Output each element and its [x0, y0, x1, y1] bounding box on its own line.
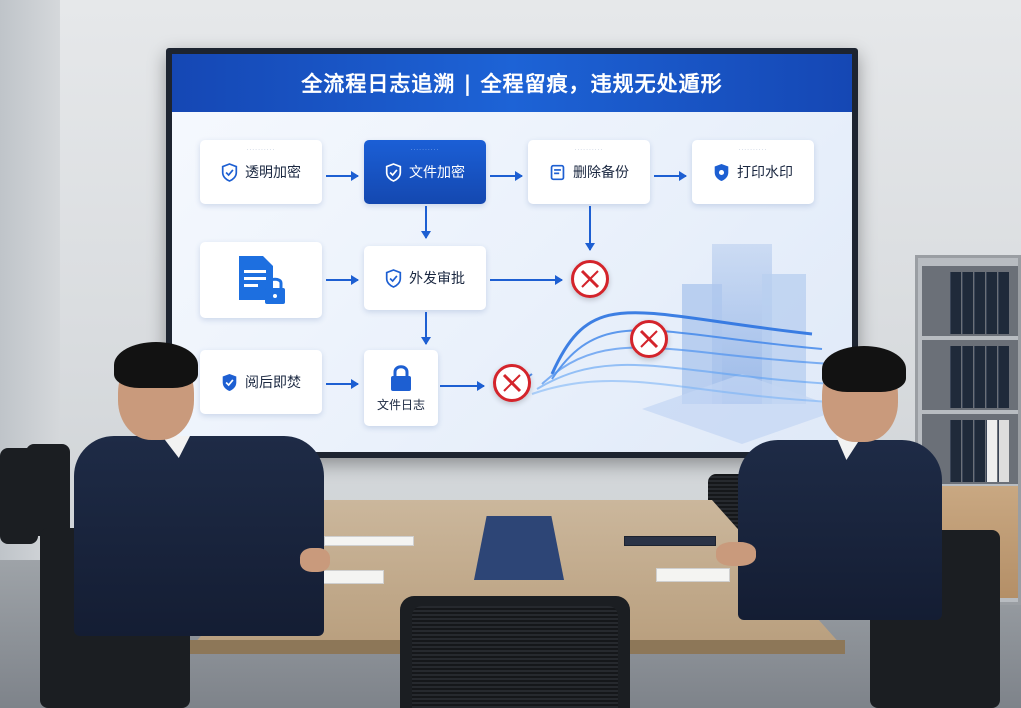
node-outgoing-approval: 外发审批: [364, 246, 486, 310]
data-stream-graphic: [512, 244, 842, 444]
flow-arrow: [326, 171, 359, 181]
node-label: 删除备份: [573, 165, 629, 181]
flow-arrow: [585, 206, 595, 251]
flow-arrow: [326, 275, 359, 285]
title-banner: 全流程日志追溯 | 全程留痕，违规无处遁形: [172, 54, 852, 112]
flow-arrow: [421, 312, 431, 345]
flow-arrow: [326, 379, 359, 389]
flow-arrow: [440, 381, 485, 391]
node-label: 外发审批: [409, 271, 465, 287]
office-chair: [26, 444, 70, 536]
chair-mesh: [412, 606, 618, 708]
prohibit-icon: [630, 320, 668, 358]
flow-arrow: [490, 275, 563, 285]
node-file-log: 文件日志: [364, 350, 438, 426]
node-delete-backup: ·········· 删除备份: [528, 140, 650, 204]
cabinet-shelf: [922, 266, 1018, 336]
node-burn-after-reading: 阅后即焚: [200, 350, 322, 414]
notepad: [314, 570, 384, 584]
node-document-lock: [200, 242, 322, 318]
node-print-watermark: ·········· 打印水印: [692, 140, 814, 204]
flow-arrow: [421, 206, 431, 239]
lock-icon: [391, 364, 411, 391]
shield-icon: [221, 162, 238, 182]
node-label: 透明加密: [245, 165, 301, 181]
node-file-encrypt: ·········· 文件加密: [364, 140, 486, 204]
table-cable-panel: [474, 516, 564, 580]
shield-icon: [385, 162, 402, 182]
document-lock-icon: [239, 256, 285, 304]
notepad: [324, 536, 414, 546]
document-icon: [550, 164, 565, 180]
shield-icon: [385, 268, 402, 288]
flow-arrow: [654, 171, 687, 181]
slide-title: 全流程日志追溯 | 全程留痕，违规无处遁形: [301, 72, 723, 96]
prohibit-icon: [493, 364, 531, 402]
node-transparent-encrypt: ·········· 透明加密: [200, 140, 322, 204]
shield-icon: [714, 163, 729, 181]
flow-arrow: [490, 171, 523, 181]
prohibit-icon: [571, 260, 609, 298]
node-label: 文件加密: [409, 165, 465, 181]
presentation-screen: 全流程日志追溯 | 全程留痕，违规无处遁形 ·········· 透明加密 ··…: [172, 54, 852, 452]
tablet: [624, 536, 716, 546]
cabinet-shelf: [922, 340, 1018, 410]
node-label: 阅后即焚: [245, 375, 301, 391]
shield-icon: [222, 373, 237, 391]
notepad: [656, 568, 730, 582]
node-label: 文件日志: [376, 397, 425, 412]
node-label: 打印水印: [737, 165, 793, 181]
